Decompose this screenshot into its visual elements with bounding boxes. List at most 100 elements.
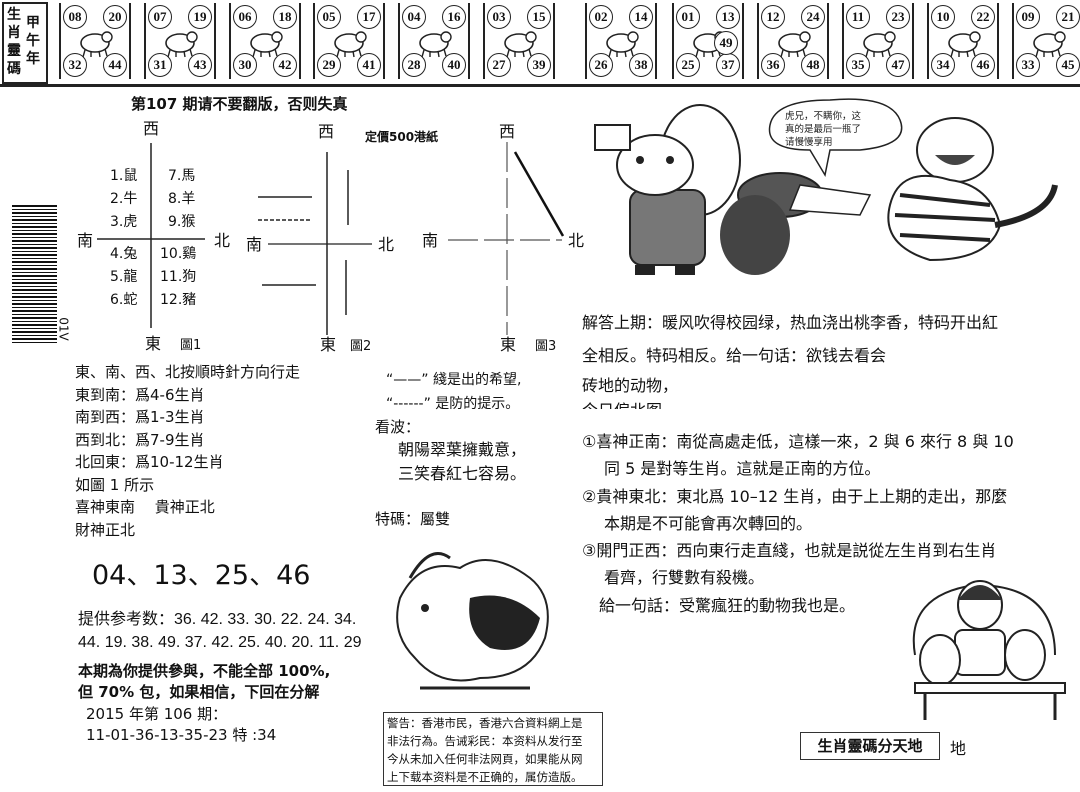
zodiac-number: 18 xyxy=(273,5,297,29)
zodiac-number: 32 xyxy=(63,53,87,77)
answer-line: 砖地的动物， xyxy=(582,376,679,395)
analysis-line: ③開門正西：西向東行走直綫，也就是説從左生肖到右生肖 xyxy=(582,541,997,561)
promise-text: 本期為你提供參與，不能全部 100%, 但 70% 包，如果相信，下回在分解 xyxy=(78,661,330,703)
horse-icon xyxy=(606,31,639,58)
dog-icon xyxy=(948,31,981,58)
analysis-line: 本期是不可能會再次轉回的。 xyxy=(604,513,813,533)
warning-line: 上下载本资料是不正确的，属仿造版。 xyxy=(387,770,583,784)
zodiac-number: 03 xyxy=(487,5,511,29)
last-result-numbers: 11-01-36-13-35-23 特 :34 xyxy=(86,726,277,744)
answer-line: 解答上期：暖风吹得校园绿，热血浇出桃李香，特码开出紅 xyxy=(582,313,999,332)
zodiac-number: 16 xyxy=(442,5,466,29)
last-result: 2015 年第 106 期： 11-01-36-13-35-23 特 :34 xyxy=(86,704,276,746)
zodiac-number: 44 xyxy=(103,53,127,77)
bull-illustration xyxy=(396,552,549,690)
zodiac-list-item: 5.龍 xyxy=(110,268,137,285)
fig3-north: 北 xyxy=(568,231,584,250)
issue-notice: 第107 期请不要翻版，否则失真 xyxy=(131,95,348,113)
warning-line: 非法行為。告诫彩民：本资料从发行至 xyxy=(387,734,583,748)
dragon-icon xyxy=(419,31,452,58)
direction-rules: 東、南、西、北按順時針方向行走 東到南：爲4-6生肖 南到西：爲1-3生肖 西到… xyxy=(75,361,300,541)
zodiac-number: 19 xyxy=(188,5,212,29)
fig2-east: 東 xyxy=(320,335,336,354)
zodiac-list-item: 11.狗 xyxy=(160,269,196,285)
zodiac-number: 22 xyxy=(971,5,995,29)
fig3-east: 東 xyxy=(500,335,516,354)
promise-line: 本期為你提供參與，不能全部 100%, xyxy=(78,662,331,680)
cow-cartoon-icon xyxy=(594,104,741,275)
zodiac-number: 17 xyxy=(357,5,381,29)
person-cartoon-icon xyxy=(720,172,872,275)
analysis-line: 同 5 是對等生肖。這就是正南的方位。 xyxy=(604,459,881,479)
zodiac-number: 39 xyxy=(527,53,551,77)
zodiac-number: 23 xyxy=(886,5,910,29)
zodiac-number: 13 xyxy=(716,5,740,29)
analysis: ①喜神正南：南從高處走低，這樣一來，2 與 6 來行 8 與 10 同 5 是對… xyxy=(582,428,1014,619)
zodiac-number: 08 xyxy=(63,5,87,29)
warning-box: 警告：香港市民，香港六合資料網上是 非法行為。告诫彩民：本资料从发行至 今从未加… xyxy=(383,712,603,786)
fig2-west: 西 xyxy=(318,122,334,141)
zodiac-number: 10 xyxy=(931,5,955,29)
girl-rabbits-illustration xyxy=(912,580,1066,720)
zodiac-list-item: 3.虎 xyxy=(110,214,137,230)
rule-line: 財神正北 xyxy=(75,520,136,539)
rule-line: 東到南：爲4-6生肖 xyxy=(75,385,205,404)
zodiac-number: 07 xyxy=(148,5,172,29)
zodiac-list-item: 2.牛 xyxy=(110,191,137,207)
zodiac-number: 43 xyxy=(188,53,212,77)
speech-bubble: 虎兄，不瞒你，这 真的是最后一瓶了 请慢慢享用 xyxy=(768,98,903,178)
poem-line: 三笑春紅七容易。 xyxy=(398,464,527,483)
zodiac-number-extra: 49 xyxy=(714,31,738,55)
reference-line-1: 提供参考数：36. 42. 33. 30. 22. 24. 34. xyxy=(78,611,357,628)
warning-line: 警告：香港市民，香港六合資料網上是 xyxy=(387,716,583,730)
tiger-cartoon-icon xyxy=(887,117,1058,262)
rooster-icon xyxy=(863,31,896,58)
zodiac-list-item: 1.鼠 xyxy=(110,168,137,184)
zodiac-number: 15 xyxy=(527,5,551,29)
rule-line: 北回東：爲10-12生肖 xyxy=(75,453,224,471)
fig2-north: 北 xyxy=(378,235,394,254)
zodiac-number: 12 xyxy=(761,5,785,29)
zodiac-number: 26 xyxy=(589,53,613,77)
analysis-line: 看齊，行雙數有殺機。 xyxy=(604,568,765,588)
zodiac-number: 47 xyxy=(886,53,910,77)
strip-label-title: 生肖靈碼 xyxy=(7,7,21,77)
zodiac-number: 06 xyxy=(233,5,257,29)
fig1-label: 圖1 xyxy=(180,338,201,353)
reference-line-2: 44. 19. 38. 49. 37. 42. 25. 40. 20. 11. … xyxy=(78,634,362,651)
zodiac-number: 42 xyxy=(273,53,297,77)
figure-3: 西 南 北 東 圖3 xyxy=(422,122,584,354)
ox-icon xyxy=(165,31,198,58)
legend-solid: “——” 綫是出的希望, xyxy=(386,372,522,388)
fig3-south: 南 xyxy=(422,231,438,250)
zodiac-number: 14 xyxy=(629,5,653,29)
zodiac-number: 21 xyxy=(1056,5,1080,29)
rabbit-icon xyxy=(334,31,367,58)
cartoon-illustration: 虎兄，不瞒你，这 真的是最后一瓶了 请慢慢享用 xyxy=(594,98,1058,275)
monkey-icon xyxy=(778,31,811,58)
zodiac-number: 38 xyxy=(629,53,653,77)
barcode xyxy=(12,205,57,345)
strip-label: 生肖靈碼 甲午年 xyxy=(2,2,48,84)
pig-icon xyxy=(1033,31,1066,58)
zodiac-number: 48 xyxy=(801,53,825,77)
speech-line: 虎兄，不瞒你，这 xyxy=(785,110,862,122)
zodiac-number: 11 xyxy=(846,5,870,29)
fig2-label: 圖2 xyxy=(350,339,371,354)
zodiac-number: 46 xyxy=(971,53,995,77)
line-legend: “——” 綫是出的希望, “------” 是防的提示。 xyxy=(386,368,521,416)
speech-line: 真的是最后一瓶了 xyxy=(785,123,861,135)
fig2-south: 南 xyxy=(246,235,262,254)
answer-line: 全相反。特码相反。给一句话：欲钱去看会 xyxy=(582,346,887,365)
footer-tag-extra: 地 xyxy=(950,739,967,758)
rule-line: 東、南、西、北按順時針方向行走 xyxy=(75,363,301,381)
